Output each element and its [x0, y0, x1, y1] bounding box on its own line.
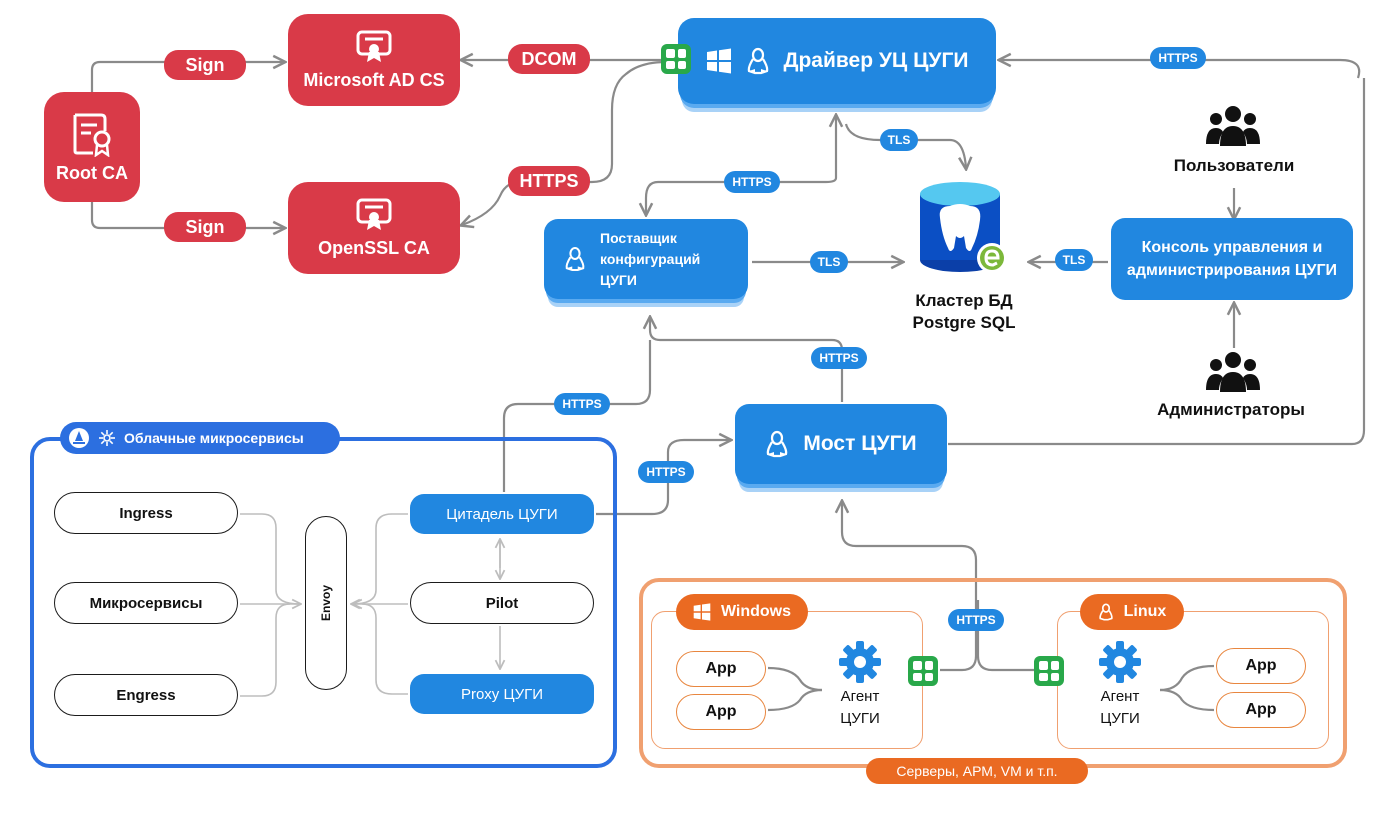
openssl-label: OpenSSL CA	[318, 237, 430, 258]
app-label: App	[1245, 657, 1277, 674]
gear-icon	[839, 641, 881, 683]
openssl-node[interactable]: OpenSSL CA	[288, 182, 460, 274]
tls-link-label: TLS	[1055, 249, 1093, 271]
windows-label: Windows	[720, 603, 792, 620]
certificate-icon	[356, 198, 392, 230]
sign-link-label: Sign	[164, 212, 246, 242]
https-link-label: HTTPS	[948, 609, 1004, 631]
driver-label: Драйвер УЦ ЦУГИ	[783, 49, 969, 72]
citadel-node[interactable]: Цитадель ЦУГИ	[410, 494, 594, 534]
micro-node[interactable]: Микросервисы	[54, 582, 238, 624]
bridge-label: Мост ЦУГИ	[803, 432, 917, 455]
ingress-node[interactable]: Ingress	[54, 492, 238, 534]
certificate-icon	[73, 113, 111, 157]
users-label: Пользователи	[1173, 156, 1295, 175]
cloud-title: Облачные микросервисы	[60, 422, 340, 454]
https-link-label: HTTPS	[811, 347, 867, 369]
bridge-node[interactable]: Мост ЦУГИ	[735, 404, 947, 484]
users-icon	[1206, 352, 1260, 392]
agent-label: Агент ЦУГИ	[1100, 688, 1140, 727]
micro-label: Микросервисы	[89, 594, 203, 612]
app-label: App	[705, 660, 737, 677]
proxy-node[interactable]: Proxy ЦУГИ	[410, 674, 594, 714]
windows-icon	[706, 48, 731, 74]
linux-label: Linux	[1123, 603, 1167, 620]
app-label: App	[705, 703, 737, 720]
https-link-label: HTTPS	[638, 461, 694, 483]
envoy-node[interactable]: Envoy	[305, 516, 347, 690]
cloud-title-label: Облачные микросервисы	[124, 430, 304, 446]
linux-icon	[767, 430, 788, 458]
app-label: App	[1245, 701, 1277, 718]
tls-link-label: TLS	[810, 251, 848, 273]
linux-icon	[1098, 603, 1113, 621]
grid-icon	[1034, 656, 1064, 686]
ingress-label: Ingress	[119, 504, 173, 522]
provider-label: Поставщик конфигураций ЦУГИ	[600, 229, 701, 288]
dcom-link-label: DCOM	[508, 44, 590, 74]
db-label: Кластер БД Postgre SQL	[912, 291, 1016, 332]
citadel-label: Цитадель ЦУГИ	[446, 505, 558, 523]
https-link-label: HTTPS	[1150, 47, 1206, 69]
https-link-label: HTTPS	[554, 393, 610, 415]
grid-icon	[908, 656, 938, 686]
proxy-label: Proxy ЦУГИ	[460, 685, 544, 703]
ms-adcs-label: Microsoft AD CS	[303, 69, 445, 90]
windows-tag: Windows	[676, 594, 808, 630]
certificate-icon	[356, 30, 392, 62]
gear-icon	[1099, 641, 1141, 683]
sign-link-label: Sign	[164, 50, 246, 80]
postgresql-icon[interactable]	[916, 178, 1012, 278]
driver-node[interactable]: Драйвер УЦ ЦУГИ	[678, 18, 996, 104]
app-node[interactable]: App	[1216, 648, 1306, 684]
app-node[interactable]: App	[1216, 692, 1306, 728]
users-icon	[1206, 106, 1260, 146]
agent-label: Агент ЦУГИ	[840, 688, 880, 727]
root-ca-label: Root CA	[56, 162, 128, 183]
engress-label: Engress	[116, 686, 176, 704]
console-label: Консоль управления и администрирования Ц…	[1126, 239, 1338, 279]
app-node[interactable]: App	[676, 694, 766, 730]
kubernetes-icon	[99, 430, 115, 446]
console-node[interactable]: Консоль управления и администрирования Ц…	[1111, 218, 1353, 300]
admins-label: Администраторы	[1157, 400, 1305, 419]
linux-tag: Linux	[1080, 594, 1184, 630]
provider-node[interactable]: Поставщик конфигураций ЦУГИ	[544, 219, 748, 299]
envoy-label: Envoy	[318, 584, 333, 622]
app-node[interactable]: App	[676, 651, 766, 687]
engress-node[interactable]: Engress	[54, 674, 238, 716]
tls-link-label: TLS	[880, 129, 918, 151]
linux-icon	[565, 246, 585, 272]
https-link-label: HTTPS	[508, 166, 590, 196]
linux-icon	[747, 47, 768, 75]
kubernetes-icon	[69, 428, 89, 448]
pilot-label: Pilot	[485, 594, 519, 612]
servers-label: Серверы, АРМ, VM и т.п.	[866, 758, 1088, 784]
windows-icon	[693, 603, 711, 621]
pilot-node[interactable]: Pilot	[410, 582, 594, 624]
ms-adcs-node[interactable]: Microsoft AD CS	[288, 14, 460, 106]
grid-icon	[661, 44, 691, 74]
https-link-label: HTTPS	[724, 171, 780, 193]
root-ca-node[interactable]: Root CA	[44, 92, 140, 202]
